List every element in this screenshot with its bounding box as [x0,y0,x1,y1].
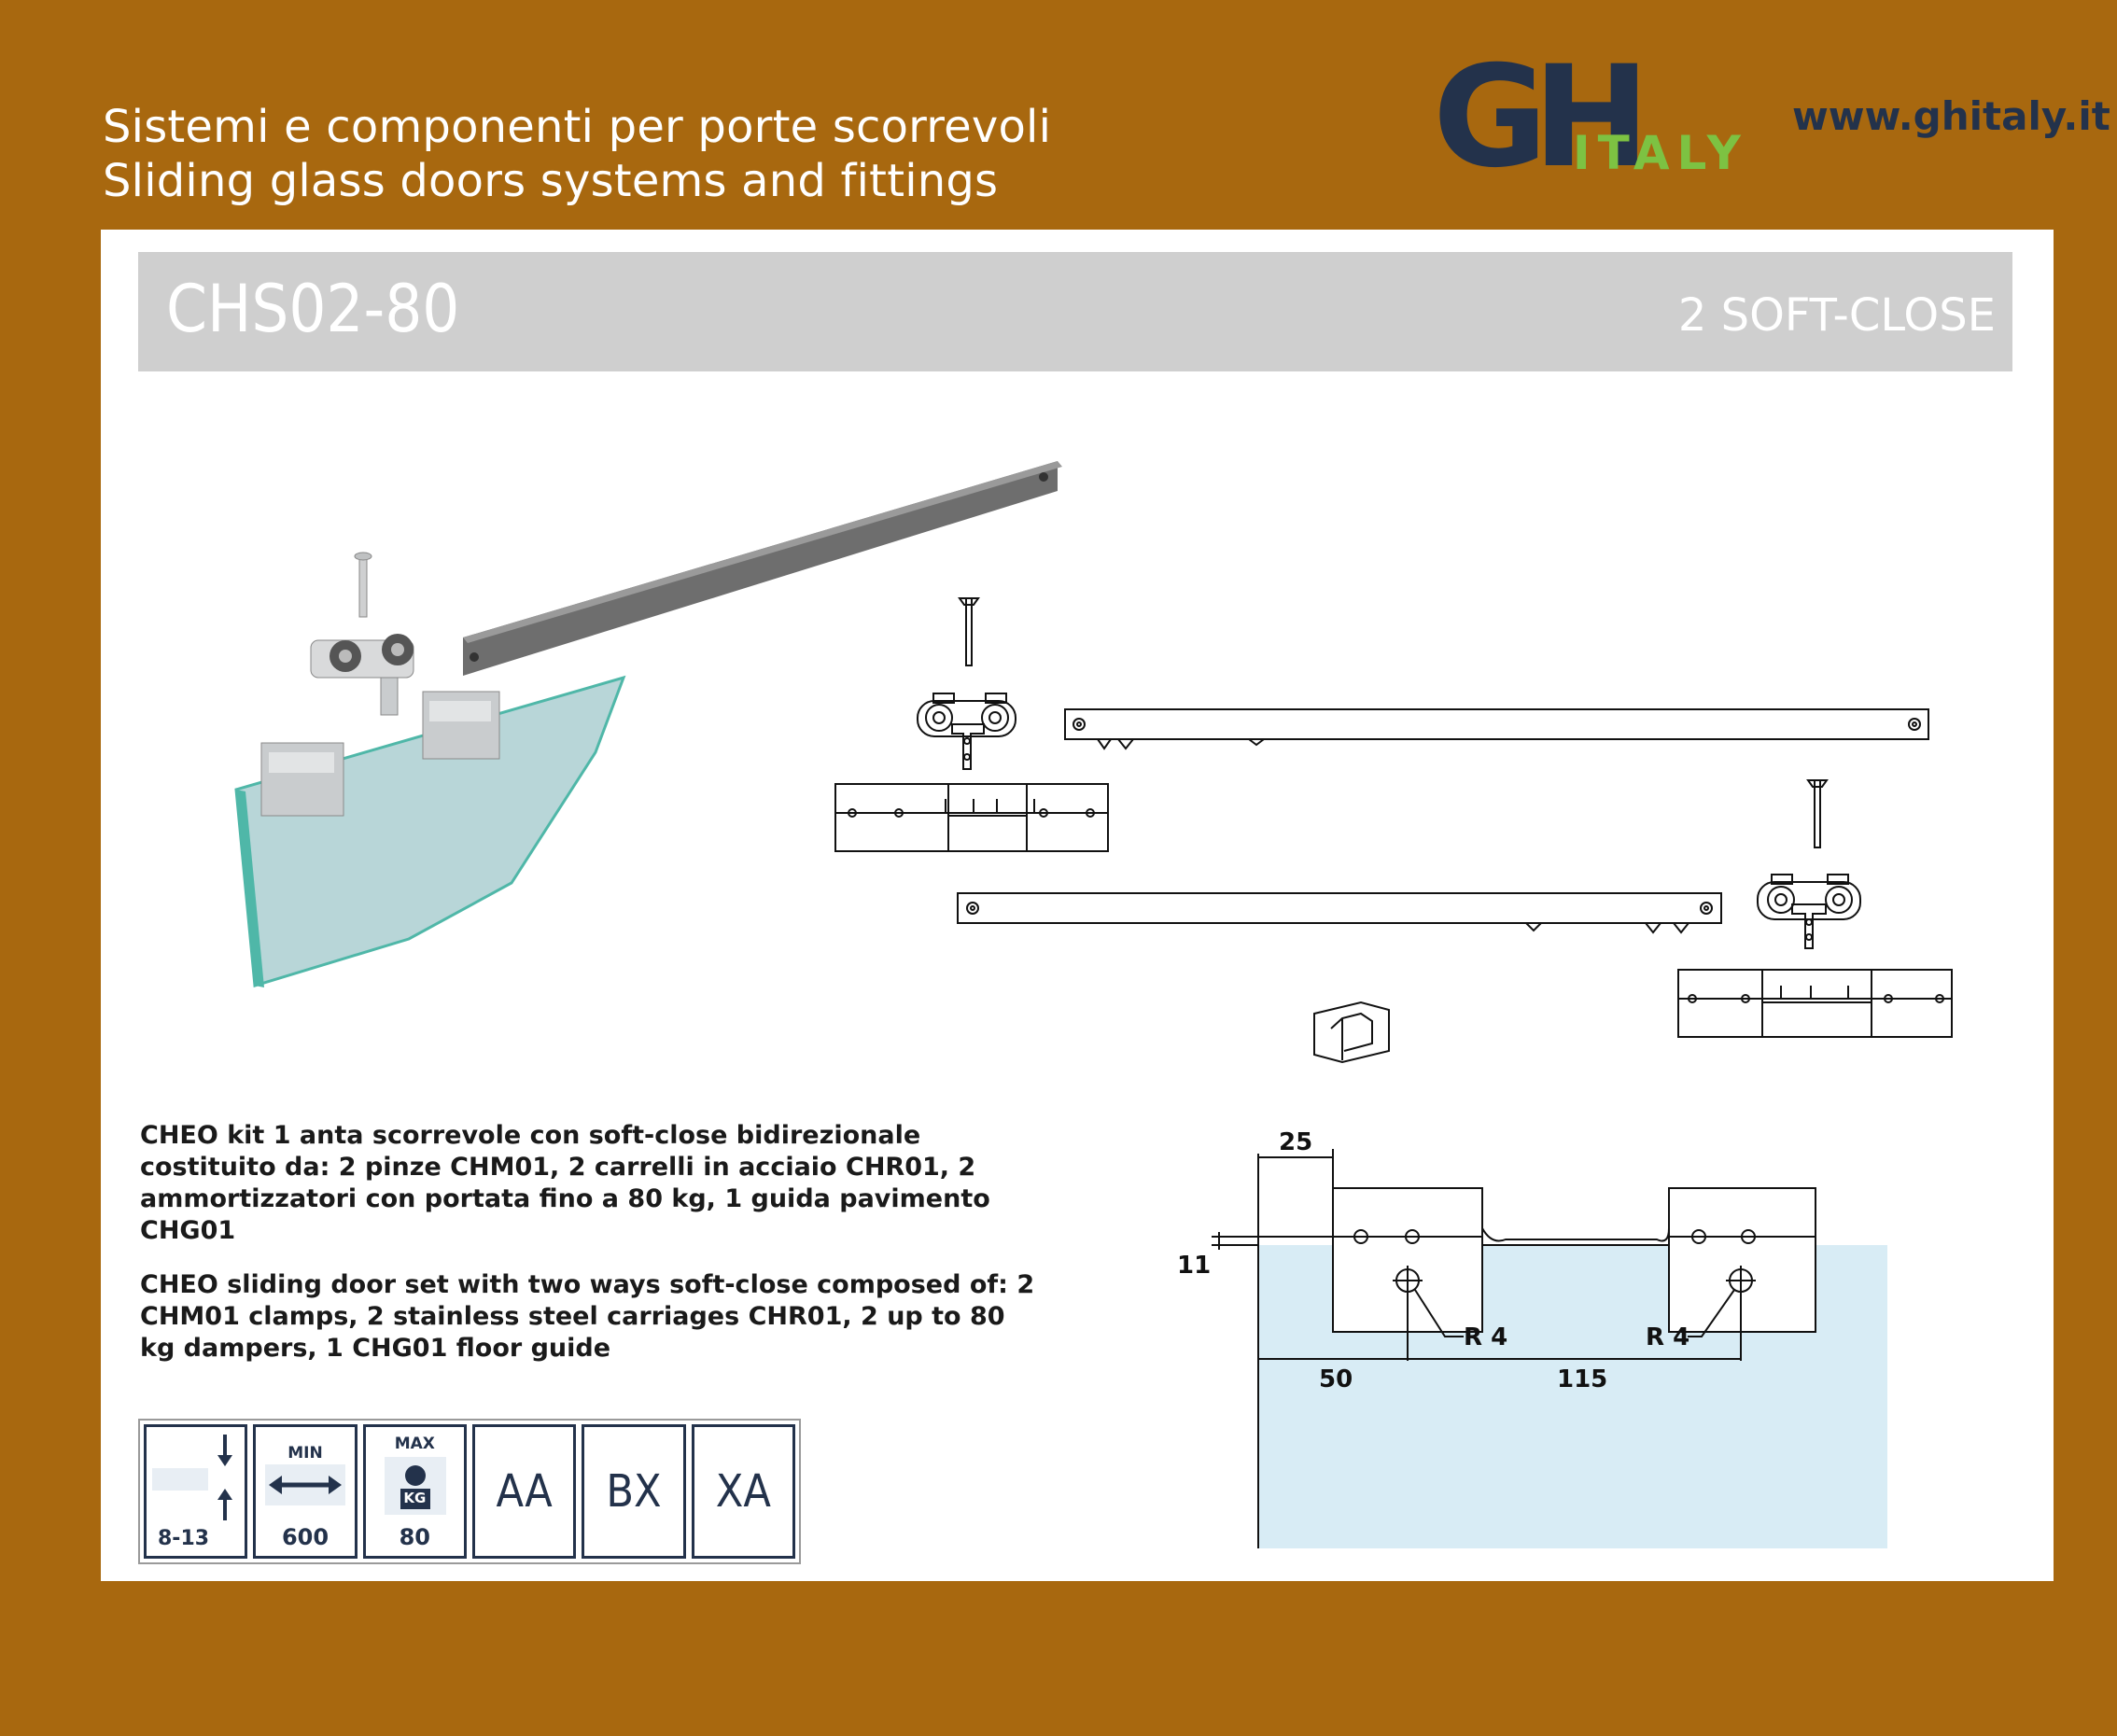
description-english: CHEO sliding door set with two ways soft… [140,1270,1035,1363]
finish-code-aa: AA [471,1424,577,1559]
gh-italy-logo: GH ITALY [1433,51,1748,182]
product-render-3d [234,461,1062,987]
finish-code-aa-label: AA [496,1465,553,1518]
finish-code-xa-label: XA [715,1465,771,1518]
dim-11: 11 [1177,1252,1211,1280]
dim-50: 50 [1319,1365,1353,1393]
finish-code-xa: XA [691,1424,795,1559]
radius-left: R 4 [1464,1323,1507,1351]
carriage-drawing-top [834,597,1109,852]
dim-115: 115 [1557,1365,1607,1393]
website-link[interactable]: www.ghitaly.it [1792,93,2110,139]
finish-code-bx-label: BX [606,1465,662,1518]
dim-25: 25 [1279,1128,1312,1156]
rail-profile [463,461,1058,676]
min-width-icon: MIN 600 [253,1424,358,1559]
dimension-drawing: 25 11 50 115 R 4 R 4 [1177,1128,1887,1548]
thickness-value: 8-13 [158,1527,210,1550]
max-value: 80 [399,1524,431,1550]
carriage-3d [310,634,414,716]
rail-drawing-lower [957,892,1722,934]
title-bar: CHS02-80 2 SOFT-CLOSE [138,252,2012,371]
min-label: MIN [287,1444,323,1463]
product-code: CHS02-80 [166,271,460,347]
product-sheet: CHS02-80 2 SOFT-CLOSE [101,230,2054,1581]
logo-italy-text: ITALY [1573,126,1748,180]
spec-icons: 8-13 MIN 600 MAX KG 80 AA BX XA [138,1419,801,1564]
kg-label: KG [403,1490,427,1506]
header-line-english: Sliding glass doors systems and fittings [103,155,999,207]
carriage-drawing-right [1677,779,1953,1038]
max-label: MAX [394,1435,435,1453]
floor-guide-drawing [1313,1001,1390,1064]
screw-3d [358,555,368,618]
header-line-italian: Sistemi e componenti per porte scorrevol… [103,101,1052,153]
description-italian: CHEO kit 1 anta scorrevole con soft-clos… [140,1121,990,1245]
clamp-outline-right [1668,1187,1816,1333]
finish-code-bx: BX [582,1424,686,1559]
glass-thickness-icon: 8-13 [144,1424,248,1559]
product-tag: 2 SOFT-CLOSE [1677,289,1996,342]
max-weight-icon: MAX KG 80 [362,1424,467,1559]
technical-drawings: 25 11 50 115 R 4 R 4 [234,461,1953,1548]
logo-gh-text: GH [1433,51,1637,182]
min-value: 600 [281,1524,329,1550]
rail-drawing-upper [1064,708,1929,750]
radius-right: R 4 [1646,1323,1689,1351]
